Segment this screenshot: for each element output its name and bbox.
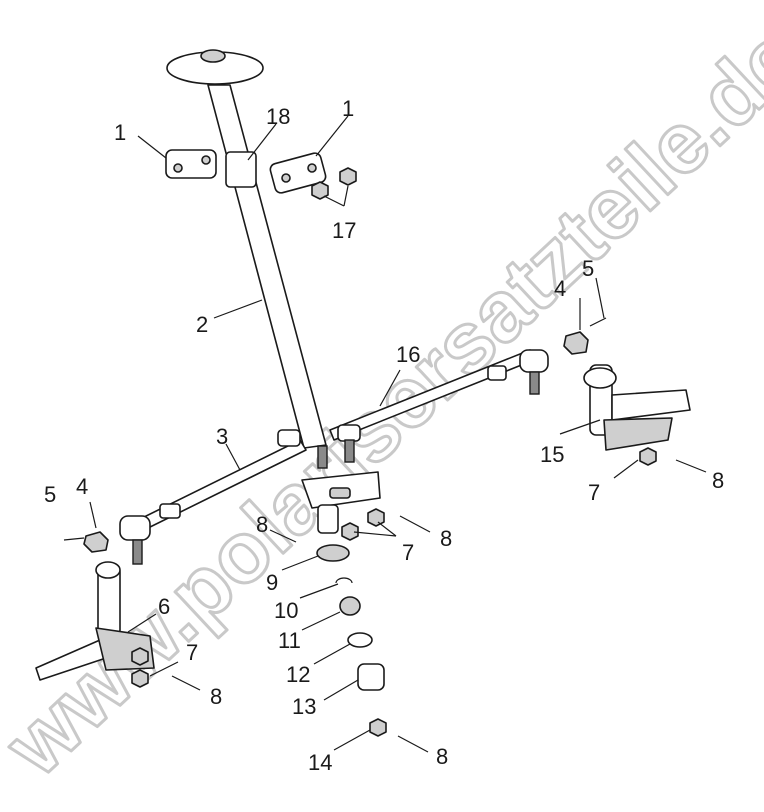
callout-1-left: 1 [114,120,126,145]
callout-10: 10 [274,598,298,623]
spindle-right [563,317,691,451]
callout-17: 17 [332,218,356,243]
clip-10 [335,577,353,584]
callout-7-left: 7 [186,640,198,665]
callout-1-right: 1 [342,96,354,121]
callout-13: 13 [292,694,316,719]
clamp-right [269,152,327,194]
callout-16: 16 [396,342,420,367]
callout-7-right: 7 [588,480,600,505]
nut-14 [369,718,387,737]
callout-5-right: 5 [582,256,594,281]
ring-12 [347,632,373,648]
callout-2: 2 [196,312,208,337]
callout-9: 9 [266,570,278,595]
callout-8-center-right: 8 [440,526,452,551]
callout-8-left: 8 [210,684,222,709]
callout-18: 18 [266,104,290,129]
callouts: 1 18 1 17 2 16 3 4 5 4 5 15 7 8 8 7 8 9 … [44,96,724,775]
tie-rod-left [119,429,307,565]
nuts-7 [131,447,657,688]
callout-4-right: 4 [554,276,566,301]
clamp-left [165,149,217,179]
spindle-left [35,531,155,681]
steering-column [166,49,327,449]
callout-7-center: 7 [402,540,414,565]
callout-12: 12 [286,662,310,687]
callout-14: 14 [308,750,332,775]
callout-8-bottom: 8 [436,744,448,769]
callout-8-center: 8 [256,512,268,537]
tie-rod-right [317,349,549,469]
leader-lines [89,115,707,753]
bushing-13 [357,663,385,691]
callout-11: 11 [278,628,301,653]
nuts-17 [311,167,357,200]
bushing-18 [225,151,257,188]
callout-8-right: 8 [712,468,724,493]
callout-3: 3 [216,424,228,449]
bushing-11 [339,596,361,616]
steering-bracket [301,471,381,534]
callout-5-left: 5 [44,482,56,507]
callout-6: 6 [158,594,170,619]
callout-15: 15 [540,442,564,467]
washer-9 [316,544,350,562]
callout-4-left: 4 [76,474,88,499]
